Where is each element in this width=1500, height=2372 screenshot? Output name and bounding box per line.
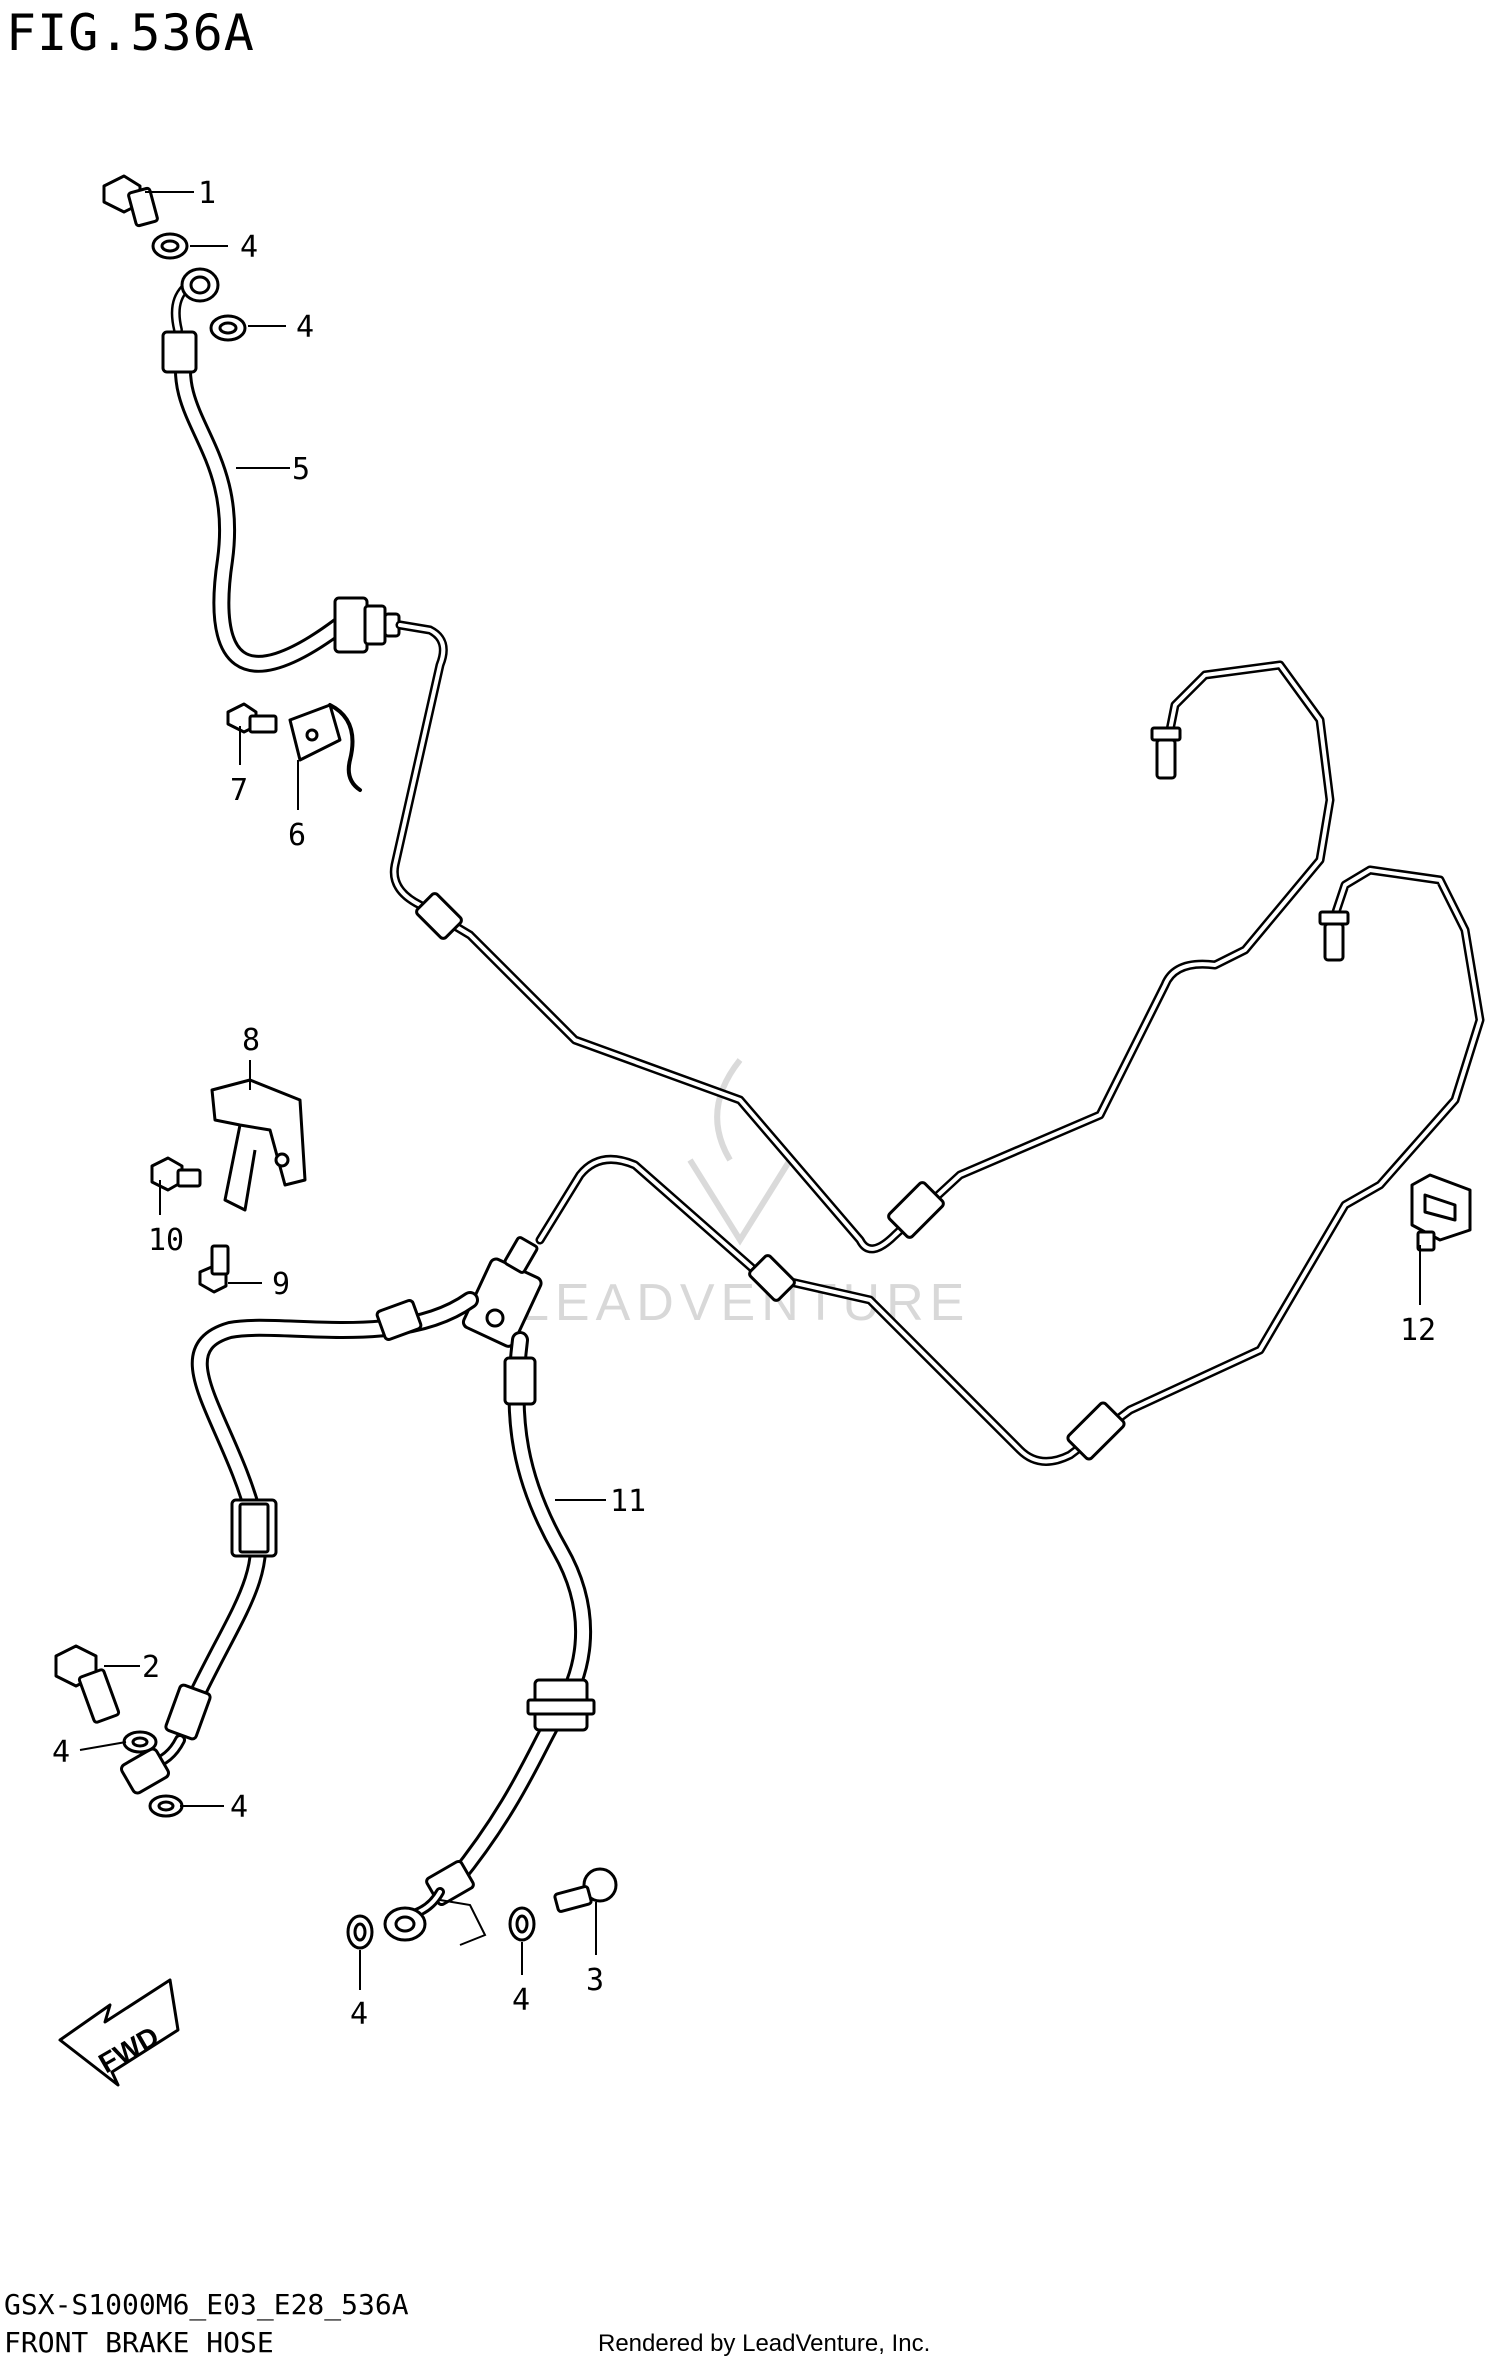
fwd-arrow: FWD [58,1978,180,2087]
bolt-1 [102,174,159,228]
hose-left-lower-banjo [120,1747,170,1795]
clamp-6 [288,703,362,792]
callout-1: 1 [198,176,216,211]
figure-name: FRONT BRAKE HOSE [4,2326,274,2359]
callout-4-f: 4 [512,1983,530,2018]
bolt-2 [54,1644,121,1724]
callout-10: 10 [148,1223,184,1258]
brake-pipe-upper [389,620,1335,1254]
bolt-3 [553,1867,618,1913]
bracket-8 [210,1078,307,1212]
callout-4-d: 4 [230,1790,248,1825]
render-credit: Rendered by LeadVenture, Inc. [598,2330,931,2357]
hose-11 [383,1331,596,1942]
hose-5-lower-fitting [333,596,369,654]
callout-7: 7 [230,773,248,808]
callout-11: 11 [610,1484,646,1519]
callout-6: 6 [288,818,306,853]
callout-4-b: 4 [296,310,314,345]
clip-12 [1410,1173,1472,1252]
callout-3: 3 [586,1963,604,1998]
callout-9: 9 [272,1267,290,1302]
callout-4-e: 4 [350,1997,368,2032]
brake-pipe-lower [535,865,1485,1466]
figure-title: FIG.536A [6,4,255,62]
callout-2: 2 [142,1650,160,1685]
callout-8: 8 [242,1023,260,1058]
callout-4-c: 4 [52,1735,70,1770]
bolt-9 [198,1244,230,1294]
watermark-text: LEADVENTURE [520,1274,970,1332]
callout-4-a: 4 [240,230,258,265]
hose-left-lower [120,1291,479,1795]
bolt-7 [226,702,278,734]
leader-lines [79,191,1421,1990]
pipe-upper-end-fitting [1150,726,1182,742]
callout-5: 5 [292,452,310,487]
junction-block [461,1236,543,1348]
hose-5 [161,267,401,673]
hose-5-upper-collar [161,330,198,374]
callout-12: 12 [1400,1313,1436,1348]
figure-code: GSX-S1000M6_E03_E28_536A [4,2288,409,2321]
callout-labels: 1 4 4 5 7 6 8 10 9 11 2 4 4 4 4 3 12 [52,176,1436,2032]
pipe-lower-end-fitting [1318,910,1350,926]
